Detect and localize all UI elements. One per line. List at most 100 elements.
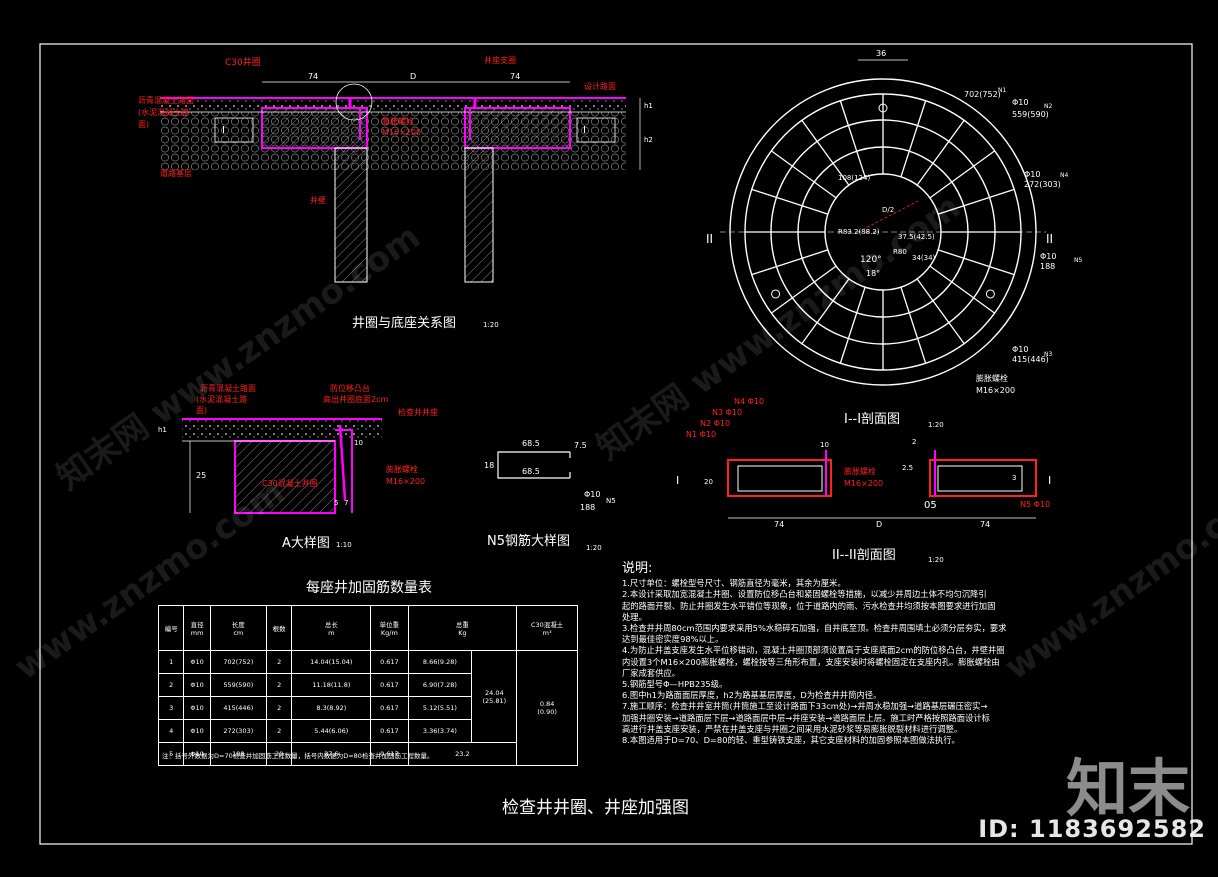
bolt-label: 膨胀螺栓 bbox=[382, 116, 414, 126]
radial-bar bbox=[937, 188, 1015, 215]
note-line: 1.尺寸单位：螺栓型号尺寸、钢筋直径为毫米，其余为厘米。 bbox=[622, 578, 846, 589]
radial-bar bbox=[839, 286, 866, 364]
table-cell: 272(303) bbox=[209, 719, 267, 743]
table-cell: 2 bbox=[265, 650, 293, 674]
note-line: 4.为防止井盖支座发生水平位移错动，混凝土井圈顶部须设置高于支座底面2cm的防位… bbox=[622, 645, 1005, 656]
a-anti-shift: 防位移凸台 bbox=[330, 383, 370, 393]
id-text: ID: 1183692582 bbox=[978, 815, 1206, 843]
table-cell: 188 bbox=[209, 742, 267, 766]
si-dim-20: 20 bbox=[704, 478, 713, 486]
h2-label: h2 bbox=[644, 136, 653, 144]
table-cell: 8.3(8.92) bbox=[291, 696, 372, 720]
a-anti-shift-2: 高出井圈底面2cm bbox=[323, 394, 388, 404]
notes-block: 说明: 1.尺寸单位：螺栓型号尺寸、钢筋直径为毫米，其余为厘米。2.本设计采取加… bbox=[622, 561, 1112, 746]
a-c30: C30混凝土井圈 bbox=[262, 478, 318, 488]
plan-view: 36 702(752) N1 Φ10 N2 559(590) Φ10 N4 27… bbox=[706, 49, 1082, 395]
drawing-title: 检查井井圈、井座加强图 bbox=[502, 798, 689, 818]
dim-74a: 74 bbox=[308, 72, 318, 81]
plan-angle-18: 18° bbox=[866, 269, 880, 278]
h1-label: h1 bbox=[644, 102, 653, 110]
table-cell: 0.617 bbox=[370, 696, 409, 720]
n5-left: 18 bbox=[484, 461, 494, 470]
table-cell: Φ10 bbox=[183, 696, 211, 720]
radial-bar bbox=[929, 150, 996, 199]
radial-bar bbox=[751, 249, 829, 276]
plan-n4-bar: Φ10 bbox=[1024, 170, 1040, 179]
n5-num: N5 bbox=[606, 497, 616, 505]
note-line: 高进行井盖支座安装，严禁在井盖支座与井圈之间采用水泥砂浆等易膨胀脱裂材料进行调整… bbox=[622, 723, 963, 734]
plan-r-b: R80 bbox=[893, 248, 907, 256]
plan-bolt-size: M16×200 bbox=[976, 386, 1015, 395]
note-line: 起的路面开裂、防止井圈发生水平错位等现象，位于道路内的雨、污水检查井均须按本图要… bbox=[622, 600, 996, 611]
table-cell: 20 bbox=[265, 742, 293, 766]
bolt-marker bbox=[771, 289, 781, 299]
si-bolt: 膨胀螺栓 bbox=[844, 466, 876, 476]
dim-d: D bbox=[410, 72, 416, 81]
table-note: 注：括号外数据为D=70检查井加固筋工程数量，括号内数据为D=80检查井加固筋工… bbox=[162, 752, 434, 760]
n5-view: 68.5 68.5 18 7.5 Φ10 N5 188 N5钢筋大样图 1:20 bbox=[484, 439, 616, 552]
radial-bars bbox=[745, 94, 1021, 370]
table-cell: 14.04(15.04) bbox=[291, 650, 372, 674]
si-n1: N1 Φ10 bbox=[686, 430, 716, 439]
bolt-marker bbox=[878, 103, 888, 113]
notes-heading: 说明: bbox=[622, 561, 653, 576]
si-dim-25: 2.5 bbox=[902, 464, 913, 472]
a-bolt: 膨胀螺栓 bbox=[386, 464, 418, 474]
table-cell: 2 bbox=[265, 696, 293, 720]
n5-bottom: 68.5 bbox=[522, 467, 540, 476]
table-cell: 6.90(7.28) bbox=[407, 673, 473, 697]
plan-r-a: R83.2(88.2) bbox=[838, 228, 880, 236]
a-asphalt-2: (水泥混凝土路 bbox=[196, 394, 247, 404]
note-line: 达到最佳密实度98%以上。 bbox=[622, 634, 724, 645]
n5-scale: 1:20 bbox=[586, 544, 602, 552]
radial-bar bbox=[929, 265, 996, 314]
radial-bar bbox=[916, 278, 965, 345]
section-i-left: I bbox=[222, 125, 225, 136]
table-cell: 4 bbox=[157, 719, 185, 743]
si-dim-d: D bbox=[876, 520, 882, 529]
plan-r-f: D/2 bbox=[882, 206, 894, 214]
note-line: 5.钢筋型号Φ—HPB235级。 bbox=[622, 679, 728, 690]
note-line: 厂家成套供应。 bbox=[622, 667, 681, 678]
table-cell: Φ10 bbox=[183, 719, 211, 743]
plan-n1-len: 702(752) bbox=[964, 90, 1001, 99]
plan-n5-bar: Φ10 bbox=[1040, 252, 1056, 261]
note-line: 内设置3个M16×200膨胀螺栓，螺栓按等三角形布置，支座安装时将螺栓固定在支座… bbox=[622, 656, 1000, 667]
design-road-label: 设计路面 bbox=[584, 81, 616, 91]
n5-right-a: 7.5 bbox=[574, 441, 587, 450]
plan-n5-len: 188 bbox=[1040, 262, 1055, 271]
table-cell: 5 bbox=[157, 742, 185, 766]
table-cell: 0.617 bbox=[370, 650, 409, 674]
notes-lines: 1.尺寸单位：螺栓型号尺寸、钢筋直径为毫米，其余为厘米。2.本设计采取加宽混凝土… bbox=[622, 578, 1112, 746]
table-cell: 0.617 bbox=[370, 719, 409, 743]
si-dim-10: 10 bbox=[820, 441, 829, 449]
plan-section-left: II bbox=[706, 232, 713, 246]
asphalt-label-1: 沥青混凝土路面 bbox=[138, 95, 194, 105]
plan-r-e: 108(124) bbox=[838, 174, 870, 182]
a-dim-25: 25 bbox=[196, 471, 206, 480]
plan-n5: N5 bbox=[1074, 257, 1082, 264]
section-i-view: N4 Φ10 N3 Φ10 N2 Φ10 N1 Φ10 N5 Φ10 膨胀螺栓 … bbox=[676, 397, 1051, 564]
a-asphalt-1: 沥青混凝土路面 bbox=[200, 383, 256, 393]
table-cell: 3 bbox=[157, 696, 185, 720]
table-header-cell: 编号 bbox=[157, 605, 185, 651]
table-cell: 415(446) bbox=[209, 696, 267, 720]
plan-r-c: 37.5(42.5) bbox=[898, 233, 935, 241]
bolt-marker bbox=[985, 289, 995, 299]
base-label: 道路基层 bbox=[160, 168, 192, 178]
concrete-cell: 0.84(0.90) bbox=[516, 650, 578, 766]
c30-label: C30井圈 bbox=[225, 56, 261, 68]
table-cell: 702(752) bbox=[209, 650, 267, 674]
table-cell: 2 bbox=[265, 719, 293, 743]
plan-n4: N4 bbox=[1060, 172, 1068, 179]
a-dim-7: 7 bbox=[344, 499, 348, 507]
table-cell: 5.44(6.06) bbox=[291, 719, 372, 743]
table-cell: 2 bbox=[157, 673, 185, 697]
well-seat-label: 井座支圈 bbox=[484, 55, 516, 65]
asphalt-label-2: (水泥混凝土路 bbox=[138, 107, 189, 117]
si-dim-3: 3 bbox=[1012, 474, 1016, 482]
